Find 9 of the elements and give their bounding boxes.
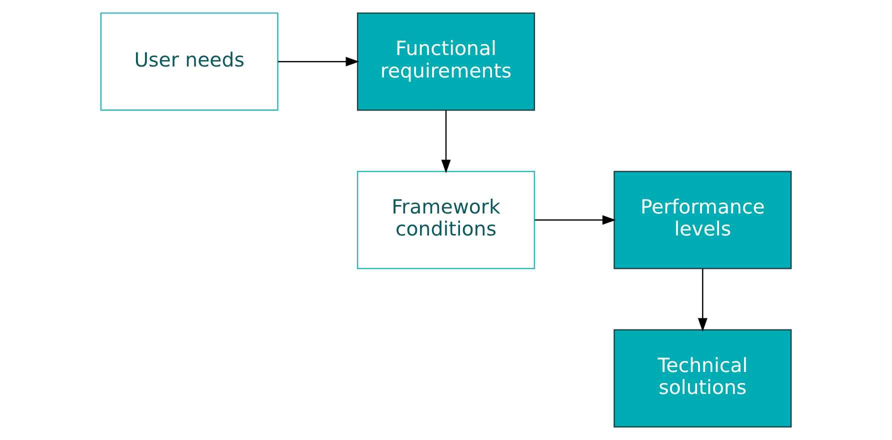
node-box: User needs [100,12,278,111]
arrow [698,268,708,332]
arrow [441,110,451,174]
node-box: Technical solutions [614,329,792,428]
arrow [278,56,360,66]
node-box: Functional requirements [356,12,536,111]
arrow [534,215,616,225]
node-box: Framework conditions [356,170,536,270]
node-box: Performance levels [614,170,792,270]
